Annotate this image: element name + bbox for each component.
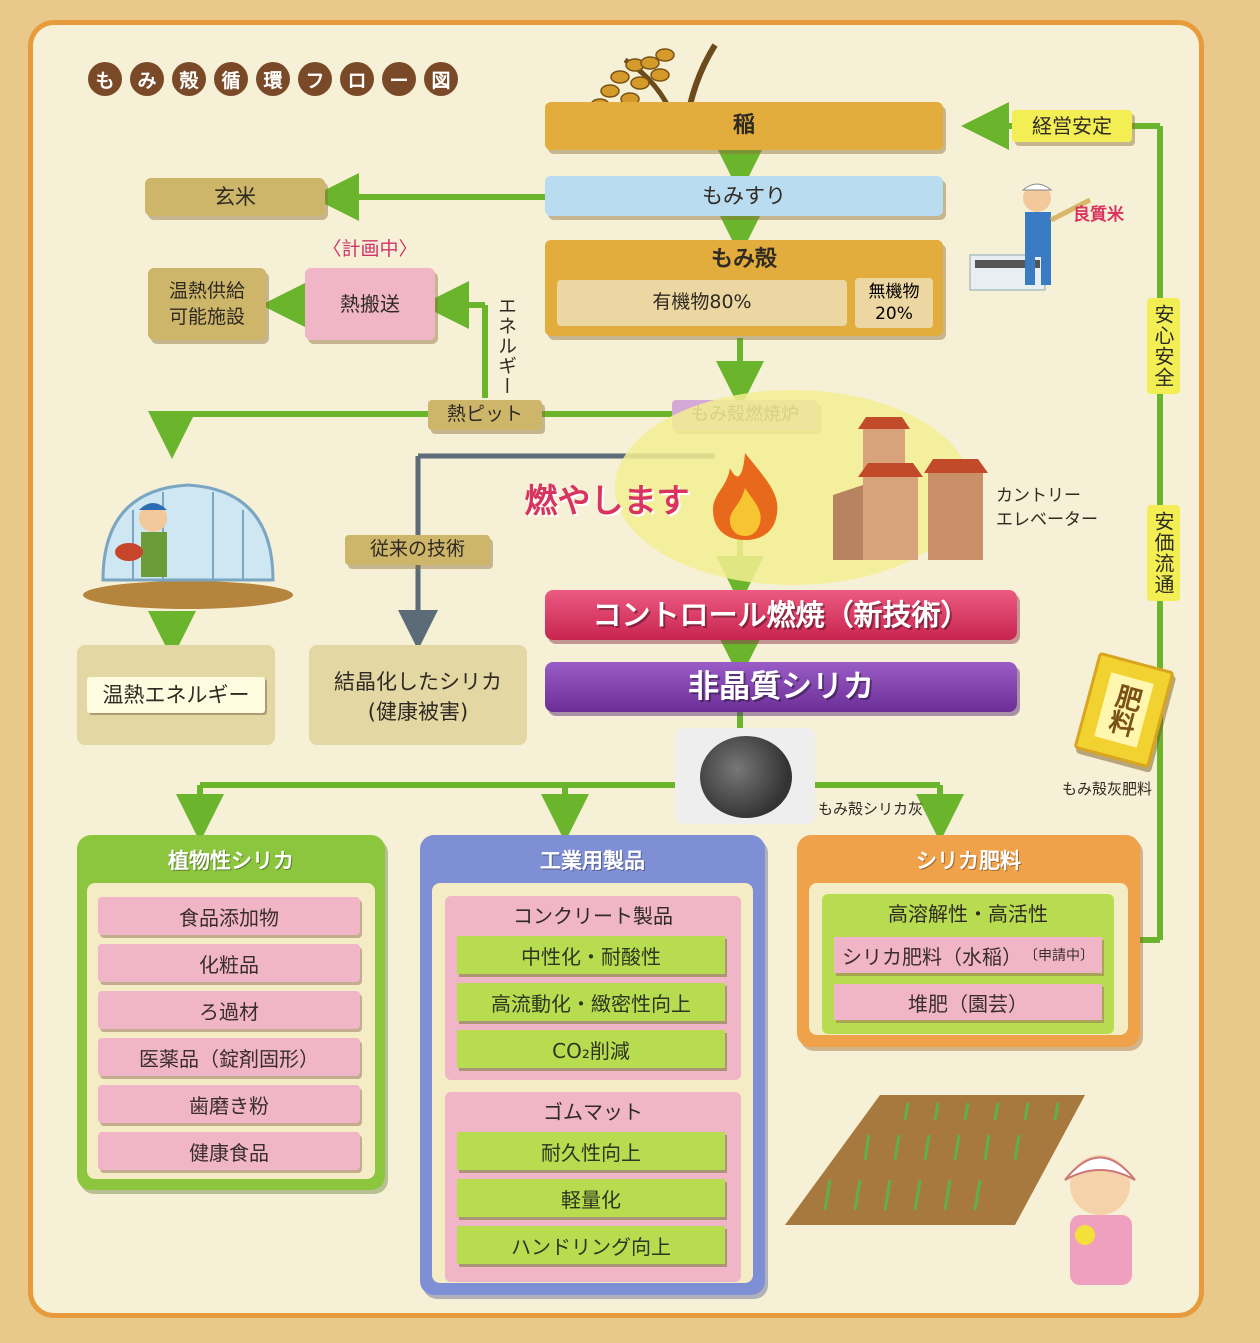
title-char: ー [382,62,416,96]
keikakuchu-label: 〈計画中〉 [322,238,418,261]
plant-silica-title: 植物性シリカ [168,849,294,873]
kessho-silica-panel: 結晶化したシリカ (健康被害) [309,645,527,745]
jurai-gijutsu-tag: 従来の技術 [345,535,490,565]
title-char: フ [298,62,332,96]
onnetsu-kyokyu-line1: 温熱供給 [168,280,245,302]
rice-farmer-illustration [969,183,1092,291]
onnetsu-energy-panel: 温熱エネルギー [77,645,275,745]
country-elevator-icon [833,417,988,560]
ryoshitsumai-label: 良質米 [1073,205,1124,225]
anka-ryutsu-tag: 安価流通 [1147,505,1180,601]
onnetsu-kyokyu-line2: 可能施設 [168,306,245,328]
rice-paddy-illustration [785,1095,1136,1285]
silica-ash-photo [675,728,815,824]
mukibutsu-line2: 20% [875,304,913,324]
title-char: 循 [214,62,248,96]
momisuri-box: もみすり [545,176,943,216]
list-item: 健康食品 [98,1132,360,1170]
kessho-silica-line2: (健康被害) [367,700,469,724]
list-item: 歯磨き粉 [98,1085,360,1123]
momigara-label: もみ殻 [710,247,777,273]
hai-hiryo-label: もみ殻灰肥料 [1062,780,1153,798]
netsu-pit-tag: 熱ピット [428,400,542,430]
fertilizer-item-2: 堆肥（園芸） [834,984,1102,1020]
mukibutsu-cell: 無機物 20% [855,278,933,328]
list-item: 軽量化 [457,1179,725,1217]
list-item: ハンドリング向上 [457,1226,725,1264]
genmai-box: 玄米 [145,178,325,216]
list-item: 高流動化・緻密性向上 [457,983,725,1021]
concrete-title: コンクリート製品 [513,903,673,928]
title-char: み [130,62,164,96]
fertilizer-item-1: シリカ肥料（水稲） 〔申請中〕 [834,937,1102,973]
greenhouse-illustration [83,483,293,609]
flame-icon [713,453,778,540]
anshin-anzen-tag: 安心安全 [1147,298,1180,394]
rubber-title: ゴムマット [543,1099,643,1124]
country-elevator-line1: カントリー [996,486,1081,506]
list-item: 医薬品（錠剤固形） [98,1038,360,1076]
keiei-antei-tag: 経営安定 [1012,110,1132,142]
energy-vertical-label: エネルギー [495,296,517,396]
onnetsu-energy-label: 温熱エネルギー [87,677,265,713]
control-nensho-bar: コントロール燃焼（新技術） [545,590,1017,640]
fertilizer-subtitle: 高溶解性・高活性 [888,901,1048,926]
country-elevator-line2: エレベーター [996,510,1098,530]
silica-ash-pile [700,736,792,818]
title-char: も [88,62,122,96]
list-item: 食品添加物 [98,897,360,935]
title-char: 図 [424,62,458,96]
momigara-box: もみ殻 有機物80% 無機物 20% [545,240,943,336]
fertilizer-title: シリカ肥料 [916,849,1021,873]
yukibutsu-cell: 有機物80% [557,280,847,326]
netsuhanso-box: 熱搬送 [305,268,435,340]
onnetsu-kyokyu-box: 温熱供給 可能施設 [148,268,266,340]
ine-box: 稲 [545,102,943,150]
title-char: ロ [340,62,374,96]
moyashimasu-text: 燃やします [524,481,690,521]
list-item: ろ過材 [98,991,360,1029]
list-item: 耐久性向上 [457,1132,725,1170]
title-char: 殻 [172,62,206,96]
fertilizer-item-1-label: シリカ肥料（水稲） [842,944,1022,969]
shinseichu-badge: 〔申請中〕 [1024,948,1094,964]
silica-hai-label: もみ殻シリカ灰 [818,800,924,818]
industrial-title: 工業用製品 [540,849,645,873]
title-char: 環 [256,62,290,96]
list-item: 中性化・耐酸性 [457,936,725,974]
country-elevator-label: カントリー エレベーター [996,484,1098,532]
fertilizer-bag-label: 肥料 [1094,672,1154,748]
hi-shoshitsu-silica-bar: 非晶質シリカ [545,662,1017,712]
list-item: 化粧品 [98,944,360,982]
kessho-silica-line1: 結晶化したシリカ [334,670,502,694]
mukibutsu-line1: 無機物 [868,282,920,302]
list-item: CO₂削減 [457,1030,725,1068]
